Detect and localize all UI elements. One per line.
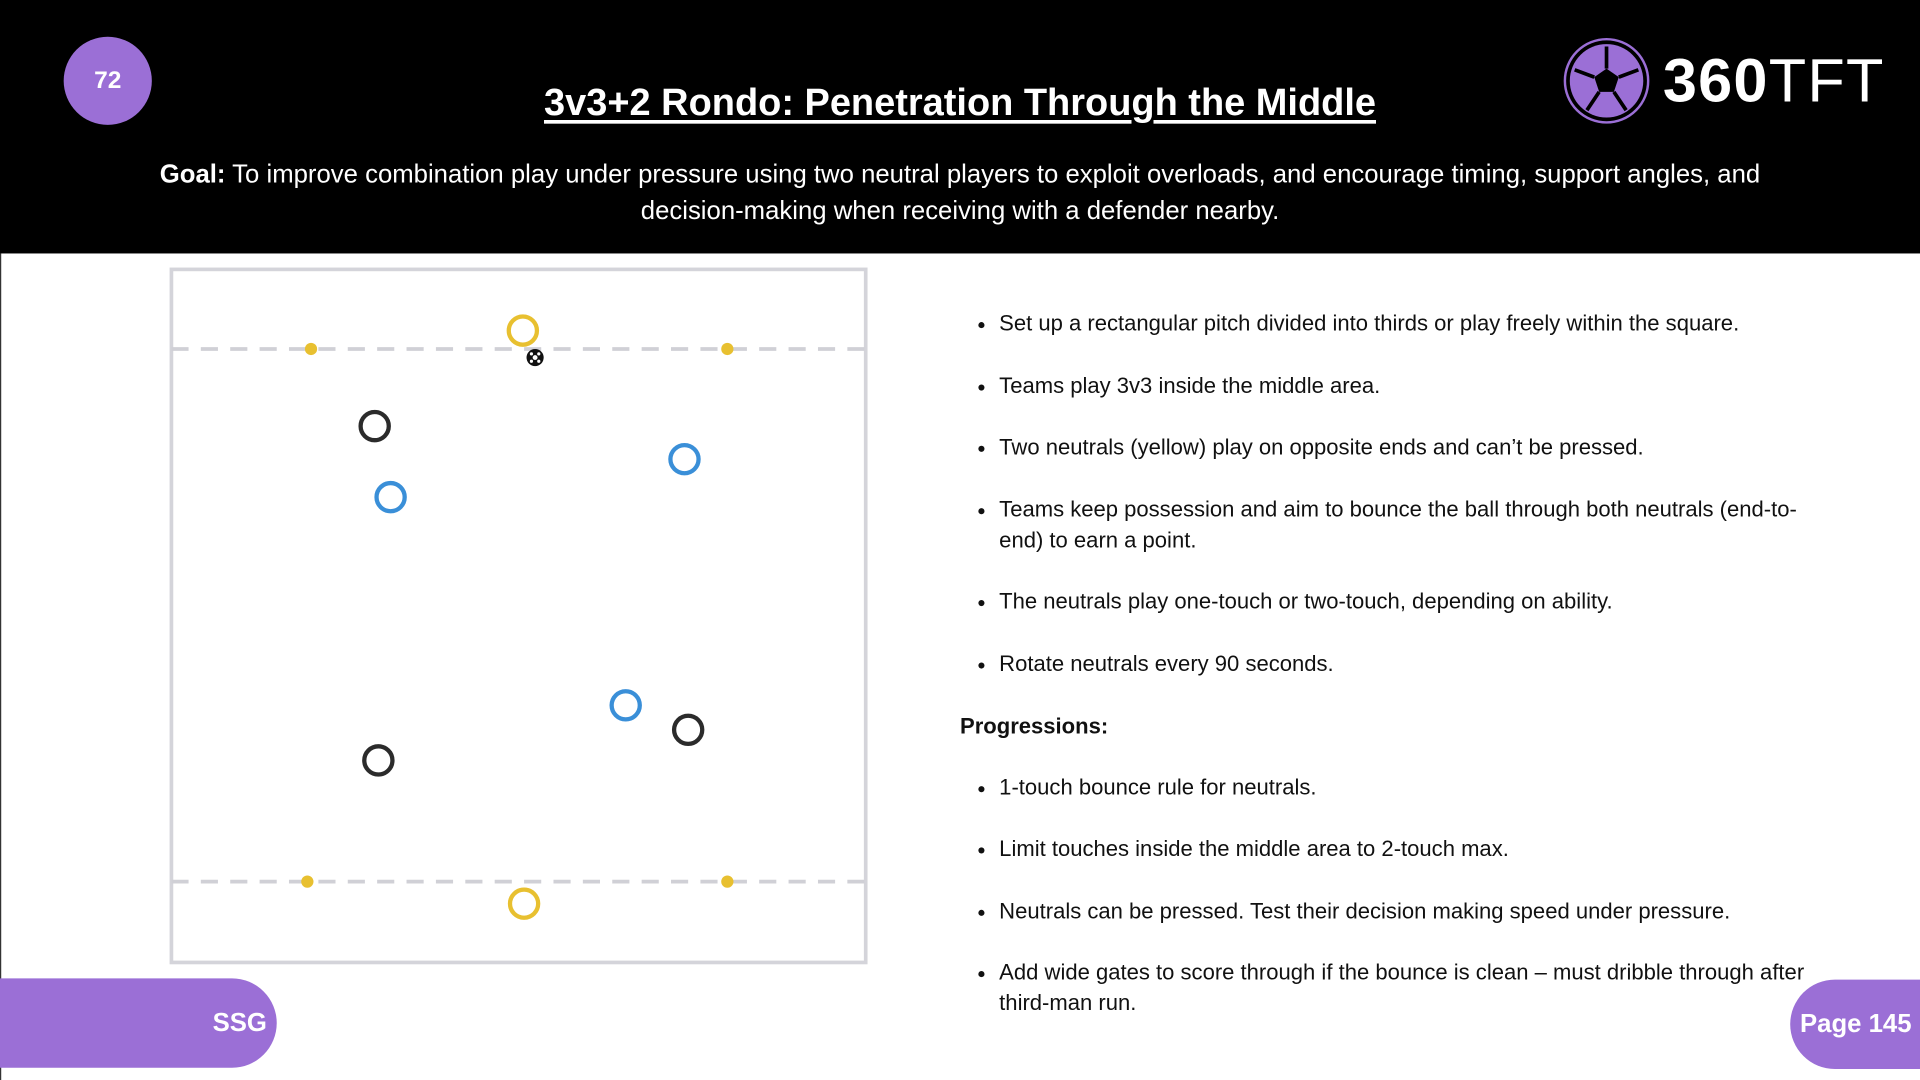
category-tab: SSG <box>0 978 277 1068</box>
neutral-player <box>507 887 541 920</box>
instruction-item: Teams play 3v3 inside the middle area. <box>999 371 1817 402</box>
cone-marker <box>721 342 734 356</box>
logo-text-bold: 360 <box>1662 46 1769 116</box>
instruction-item: The neutrals play one-touch or two-touch… <box>999 587 1817 618</box>
instruction-item: Set up a rectangular pitch divided into … <box>999 309 1817 340</box>
logo-text-light: TFT <box>1768 46 1885 116</box>
goal-text: Goal: To improve combination play under … <box>110 157 1810 230</box>
instructions: Set up a rectangular pitch divided into … <box>960 309 1817 1051</box>
progression-item: Neutrals can be pressed. Test their deci… <box>999 896 1817 927</box>
black-team-player <box>671 713 705 747</box>
black-team-player <box>358 409 391 443</box>
progression-item: Limit touches inside the middle area to … <box>999 834 1817 865</box>
page-title: 3v3+2 Rondo: Penetration Through the Mid… <box>543 80 1377 124</box>
neutral-player <box>506 314 540 347</box>
blue-team-player <box>374 480 407 514</box>
instruction-item: Two neutrals (yellow) play on opposite e… <box>999 432 1817 463</box>
blue-team-player <box>668 442 701 476</box>
logo: 360TFT <box>1562 37 1884 125</box>
instruction-item: Rotate neutrals every 90 seconds. <box>999 649 1817 680</box>
pitch-boundary <box>169 267 868 965</box>
cone-marker <box>304 342 318 356</box>
logo-text: 360TFT <box>1663 45 1885 116</box>
black-team-player <box>362 744 395 777</box>
cone-marker <box>721 875 734 888</box>
divider <box>0 253 2 1080</box>
progressions-heading: Progressions: <box>960 713 1109 738</box>
header: 72 3v3+2 Rondo: Penetration Through the … <box>0 0 1920 254</box>
instruction-item: Teams keep possession and aim to bounce … <box>999 494 1817 555</box>
pitch-diagram <box>169 267 868 965</box>
ball-icon <box>526 348 544 367</box>
drill-number-badge: 72 <box>63 36 152 125</box>
blue-team-player <box>609 689 642 722</box>
soccer-ball-logo-icon <box>1563 37 1650 124</box>
goal-description: To improve combination play under pressu… <box>225 160 1761 226</box>
progression-item: 1-touch bounce rule for neutrals. <box>999 772 1817 803</box>
progression-item: Add wide gates to score through if the b… <box>999 958 1817 1019</box>
page-number: Page 145 <box>1790 979 1920 1069</box>
cone-marker <box>301 875 314 888</box>
goal-label: Goal: <box>159 160 226 189</box>
